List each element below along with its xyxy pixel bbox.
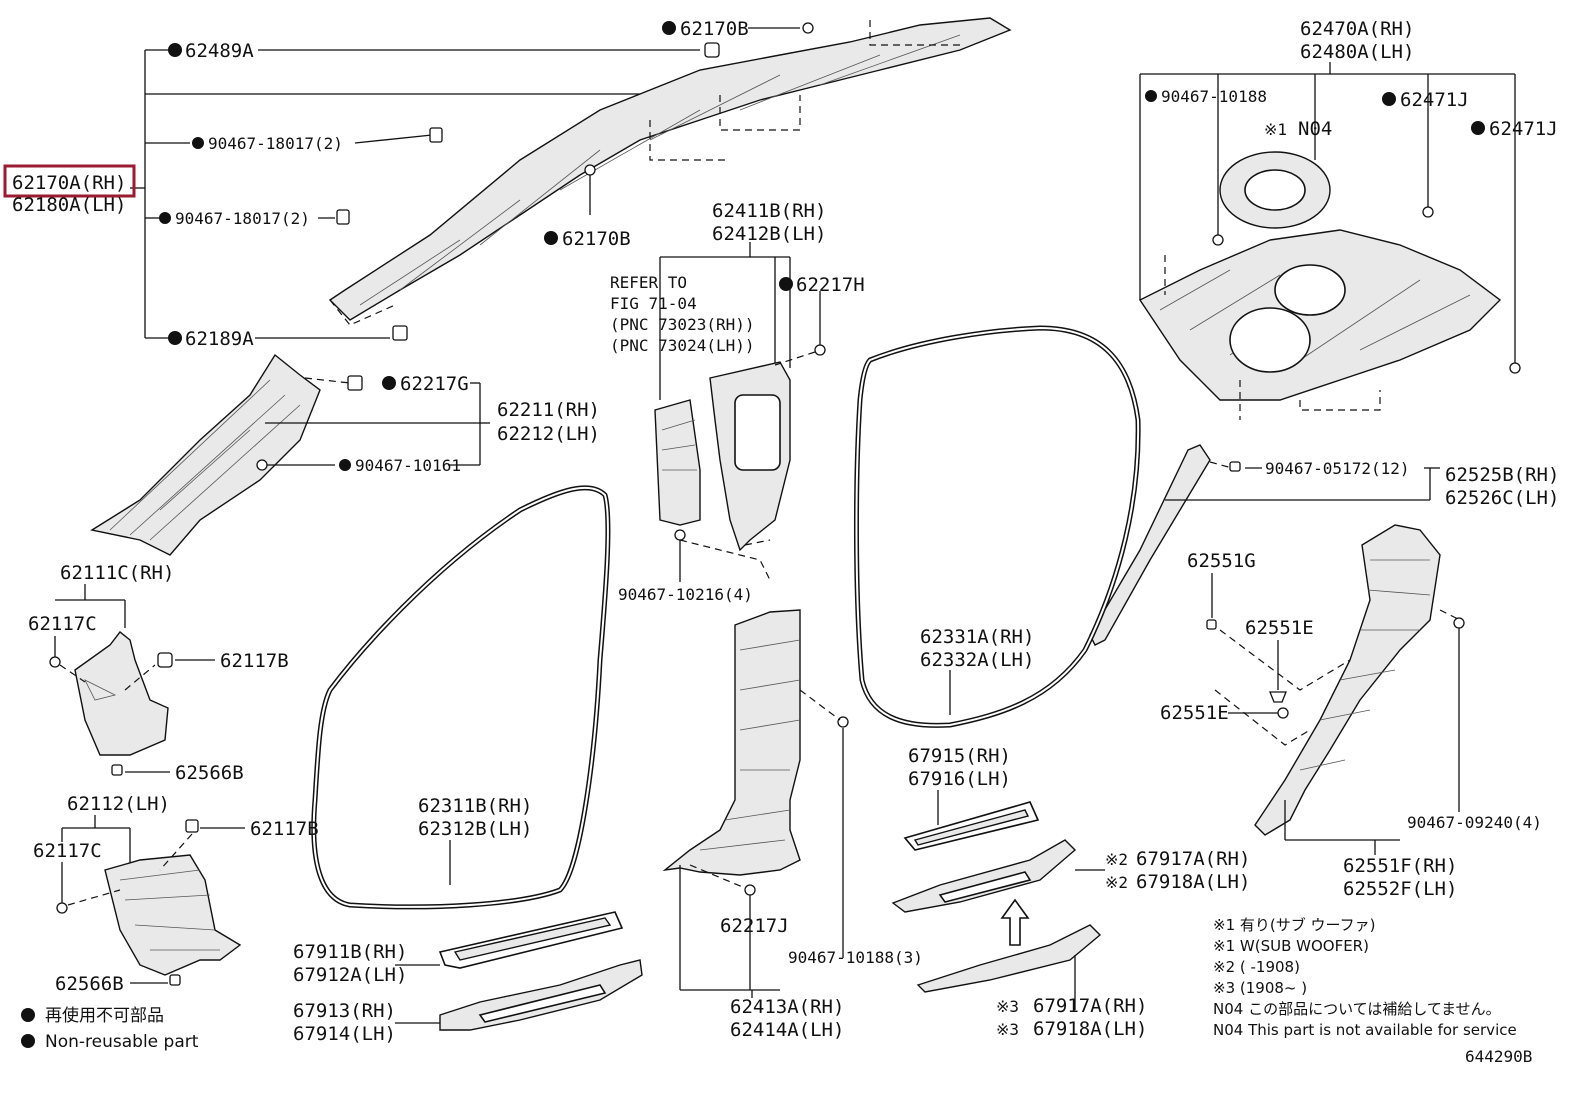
label-62551E-a: 62551E [1245, 617, 1314, 639]
label-62111C: 62111C(RH) [60, 562, 174, 584]
label-62411B: 62411B(RH) [712, 200, 826, 222]
label-62117B-a: 62117B [220, 650, 289, 672]
label-62552F: 62552F(LH) [1343, 878, 1457, 900]
label-62526C: 62526C(LH) [1445, 487, 1559, 509]
label-62551E-b: 62551E [1160, 702, 1229, 724]
label-62470A: 62470A(RH) [1300, 18, 1414, 40]
label-62211: 62211(RH) [497, 399, 600, 421]
label-67913: 67913(RH) [293, 1000, 396, 1022]
label-90467-10161: 90467-10161 [355, 456, 461, 475]
label-62471J-a: 62471J [1400, 89, 1469, 111]
label-62180A: 62180A(LH) [12, 194, 126, 216]
label-62489A: 62489A [185, 40, 254, 62]
highlight-box [3, 164, 136, 198]
legend-jp: 再使用不可部品 [45, 1005, 164, 1026]
cowl-side-trim-lh: 62112(LH) 62117C 62117B 62566B [33, 793, 319, 995]
label-67911B: 67911B(RH) [293, 941, 407, 963]
label-62566B-b: 62566B [55, 973, 124, 995]
mark-2a: ※2 [1105, 850, 1128, 869]
label-62189A: 62189A [185, 328, 254, 350]
note-6: N04 This part is not available for servi… [1213, 1021, 1517, 1039]
label-67914: 67914(LH) [293, 1023, 396, 1045]
quarter-lower-trim: 62551G 62551E 62551E 90467-09240(4) 6255… [1160, 524, 1542, 900]
label-67918A-a: 67918A(LH) [1136, 871, 1250, 893]
label-62217J: 62217J [720, 915, 789, 937]
legend: 再使用不可部品 Non-reusable part [21, 1005, 199, 1052]
cowl-side-trim-rh: 62111C(RH) 62117C 62117B 62566B [28, 562, 289, 784]
rear-scuff-plates: 67915(RH) 67916(LH) ※2 67917A(RH) ※2 679… [891, 745, 1250, 1040]
note-1: ※1 有り(サブ ウーファ) [1213, 916, 1375, 934]
label-62170B-mid: 62170B [562, 228, 631, 250]
refer-line-1: REFER TO [610, 273, 687, 292]
label-62551F: 62551F(RH) [1343, 855, 1457, 877]
label-62566B-a: 62566B [175, 762, 244, 784]
label-90467-18017-a: 90467-18017(2) [208, 134, 343, 153]
label-62332A: 62332A(LH) [920, 649, 1034, 671]
rear-door-weatherstrip: 62331A(RH) 62332A(LH) [853, 325, 1141, 728]
roof-side-retainer-assembly: 62170B 62489A 90467-18017(2) 62170A(RH) … [3, 17, 1012, 350]
note-3: ※2 ( -1908) [1213, 958, 1300, 976]
label-67917A-b: 67917A(RH) [1033, 995, 1147, 1017]
label-67915: 67915(RH) [908, 745, 1011, 767]
label-62414A: 62414A(LH) [730, 1019, 844, 1041]
mark-3a: ※3 [996, 997, 1019, 1016]
front-door-weatherstrip: 62311B(RH) 62312B(LH) [311, 485, 611, 910]
label-62217G: 62217G [400, 373, 469, 395]
label-62551G: 62551G [1187, 550, 1256, 572]
label-90467-10188-top: 90467-10188 [1161, 87, 1267, 106]
label-90467-10216: 90467-10216(4) [618, 585, 753, 604]
mark-1: ※1 [1264, 120, 1287, 139]
refer-line-2: FIG 71-04 [610, 294, 697, 313]
label-62217H: 62217H [796, 274, 865, 296]
center-pillar-upper-garnish: 62411B(RH) 62412B(LH) REFER TO FIG 71-04… [610, 200, 865, 604]
quarter-upper-strip: 90467-05172(12) 62525B(RH) 62526C(LH) [1089, 444, 1559, 646]
label-62117C-b: 62117C [33, 840, 102, 862]
footnotes: ※1 有り(サブ ウーファ) ※1 W(SUB WOOFER) ※2 ( -19… [1213, 916, 1517, 1039]
label-90467-10188-b: 90467-10188(3) [788, 948, 923, 967]
mark-3b: ※3 [996, 1020, 1019, 1039]
label-67917A-a: 67917A(RH) [1136, 848, 1250, 870]
label-62170B-top: 62170B [680, 18, 749, 40]
label-62117C-a: 62117C [28, 613, 97, 635]
label-90467-09240: 90467-09240(4) [1407, 813, 1542, 832]
label-67916: 67916(LH) [908, 768, 1011, 790]
label-62331A: 62331A(RH) [920, 626, 1034, 648]
label-62311B: 62311B(RH) [418, 795, 532, 817]
mark-2b: ※2 [1105, 873, 1128, 892]
front-pillar-garnish: 62217G 62211(RH) 62212(LH) 90467-10161 [90, 353, 600, 556]
label-90467-05172: 90467-05172(12) [1265, 459, 1410, 478]
refer-line-3: (PNC 73023(RH)) [610, 315, 755, 334]
refer-line-4: (PNC 73024(LH)) [610, 336, 755, 355]
label-90467-18017-b: 90467-18017(2) [175, 209, 310, 228]
label-67912A: 67912A(LH) [293, 964, 407, 986]
label-67918A-b: 67918A(LH) [1033, 1018, 1147, 1040]
label-62212: 62212(LH) [497, 423, 600, 445]
quarter-trim-panel: 62470A(RH) 62480A(LH) 90467-10188 ※1 N04… [1138, 18, 1558, 420]
label-62480A: 62480A(LH) [1300, 41, 1414, 63]
note-2: ※1 W(SUB WOOFER) [1213, 937, 1369, 955]
label-62170A: 62170A(RH) [12, 172, 126, 194]
label-62525B: 62525B(RH) [1445, 464, 1559, 486]
diagram-id: 644290B [1465, 1047, 1532, 1066]
front-scuff-plates: 67911B(RH) 67912A(LH) 67913(RH) 67914(LH… [293, 911, 643, 1045]
label-62117B-b: 62117B [250, 818, 319, 840]
label-62312B: 62312B(LH) [418, 818, 532, 840]
legend-en: Non-reusable part [45, 1032, 199, 1052]
center-pillar-lower-garnish: 62217J 90467-10188(3) 62413A(RH) 62414A(… [662, 609, 923, 1041]
note-5: N04 この部品については補給してません。 [1213, 1000, 1501, 1018]
note-4: ※3 (1908~ ) [1213, 979, 1307, 997]
label-62412B: 62412B(LH) [712, 223, 826, 245]
label-62471J-b: 62471J [1489, 118, 1558, 140]
label-62112: 62112(LH) [67, 793, 170, 815]
label-62413A: 62413A(RH) [730, 996, 844, 1018]
label-N04-top: N04 [1298, 118, 1332, 140]
